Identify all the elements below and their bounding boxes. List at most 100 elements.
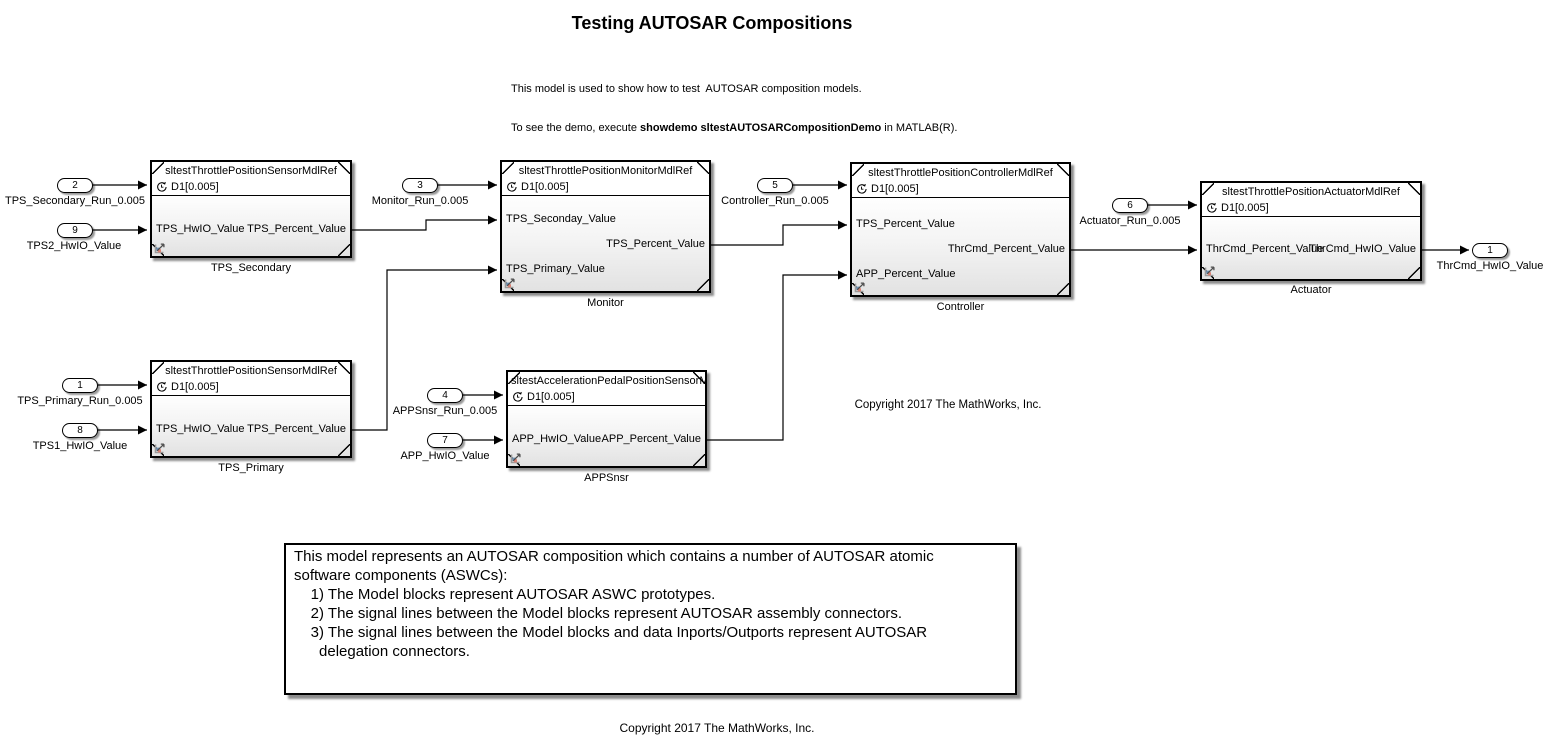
copyright-footer: Copyright 2017 The MathWorks, Inc. (619, 721, 815, 735)
block-name-label: Actuator (1290, 284, 1332, 296)
clock-icon (857, 183, 867, 194)
input-port-label: APP_Percent_Value (856, 268, 956, 280)
output-port-label: APP_Percent_Value (601, 433, 701, 445)
model-reference-name: sltestThrottlePositionMonitorMdlRef (502, 162, 709, 179)
block-corner-notch (338, 362, 350, 374)
model-reference-name: sltestThrottlePositionControllerMdlRef (852, 164, 1069, 181)
sample-time-label: D1[0.005] (1221, 202, 1269, 214)
page-title: Testing AUTOSAR Compositions (571, 13, 853, 33)
model-block-actuator[interactable]: sltestThrottlePositionActuatorMdlRef D1[… (1200, 181, 1422, 281)
model-ref-badge-icon[interactable] (1204, 264, 1217, 277)
output-port-label: ThrCmd_HwIO_Value (1309, 243, 1416, 255)
sample-time-row: D1[0.005] (502, 179, 709, 196)
block-corner-notch (1057, 164, 1069, 176)
model-ref-badge-icon[interactable] (854, 280, 867, 293)
inport-label: APP_HwIO_Value (400, 450, 490, 462)
block-body (152, 196, 350, 256)
output-port-label: TPS_Percent_Value (247, 423, 346, 435)
model-ref-badge-icon[interactable] (154, 241, 167, 254)
block-body (508, 406, 705, 466)
description-line2-suffix: in MATLAB(R). (881, 122, 958, 134)
block-corner-notch (693, 454, 705, 466)
outport-1[interactable]: 1 (1472, 243, 1508, 258)
block-name-label: APPSnsr (584, 472, 629, 484)
block-corner-notch (697, 279, 709, 291)
block-corner-notch (152, 362, 164, 374)
inport-label: Actuator_Run_0.005 (1079, 215, 1181, 227)
signal-wire[interactable] (707, 270, 847, 441)
inport-1[interactable]: 1 (62, 378, 98, 393)
model-block-tps-secondary[interactable]: sltestThrottlePositionSensorMdlRef D1[0.… (150, 160, 352, 258)
block-name-label: Monitor (587, 297, 624, 309)
sample-time-row: D1[0.005] (152, 379, 350, 396)
block-corner-notch (152, 162, 164, 174)
inport-6[interactable]: 6 (1112, 198, 1148, 213)
input-port-label: TPS_Primary_Value (506, 263, 605, 275)
inport-2[interactable]: 2 (57, 178, 93, 193)
block-corner-notch (1057, 283, 1069, 295)
outport-label: ThrCmd_HwIO_Value (1436, 260, 1544, 272)
inport-7[interactable]: 7 (427, 433, 463, 448)
clock-icon (157, 381, 167, 392)
model-ref-badge-icon[interactable] (504, 276, 517, 289)
block-corner-notch (693, 372, 705, 384)
model-block-monitor[interactable]: sltestThrottlePositionMonitorMdlRef D1[0… (500, 160, 711, 293)
block-body (502, 196, 709, 291)
sample-time-row: D1[0.005] (852, 181, 1069, 198)
output-port-label: ThrCmd_Percent_Value (947, 243, 1065, 255)
inport-3[interactable]: 3 (402, 178, 438, 193)
inport-label: Controller_Run_0.005 (721, 195, 829, 207)
block-body (852, 198, 1069, 295)
sample-time-label: D1[0.005] (871, 183, 919, 195)
block-body (152, 396, 350, 456)
clock-icon (513, 391, 523, 402)
clock-icon (157, 181, 167, 192)
sample-time-label: D1[0.005] (521, 181, 569, 193)
output-port-label: TPS_Percent_Value (606, 238, 705, 250)
block-corner-notch (1202, 183, 1214, 195)
input-port-label: TPS_HwIO_Value (156, 223, 245, 235)
model-block-controller[interactable]: sltestThrottlePositionControllerMdlRef D… (850, 162, 1071, 297)
description-line2-prefix: To see the demo, execute (511, 122, 641, 134)
model-block-tps-primary[interactable]: sltestThrottlePositionSensorMdlRef D1[0.… (150, 360, 352, 458)
description-line2: To see the demo, execute showdemo sltest… (511, 122, 957, 135)
clock-icon (1207, 202, 1217, 213)
model-ref-badge-icon[interactable] (154, 441, 167, 454)
sample-time-row: D1[0.005] (1202, 200, 1420, 217)
model-reference-name: sltestAccelerationPedalPositionSensorMdl… (508, 372, 705, 389)
input-port-label: TPS_Seconday_Value (506, 213, 616, 225)
signal-wire[interactable] (352, 265, 497, 431)
model-ref-badge-icon[interactable] (510, 451, 523, 464)
signal-wire[interactable] (352, 215, 497, 231)
model-notes-annotation[interactable]: This model represents an AUTOSAR composi… (284, 543, 1017, 695)
sample-time-label: D1[0.005] (171, 381, 219, 393)
output-port-label: TPS_Percent_Value (247, 223, 346, 235)
model-reference-name: sltestThrottlePositionActuatorMdlRef (1202, 183, 1420, 200)
sample-time-label: D1[0.005] (171, 181, 219, 193)
block-name-label: Controller (936, 301, 985, 313)
block-corner-notch (502, 162, 514, 174)
inport-label: TPS1_HwIO_Value (32, 440, 128, 452)
input-port-label: TPS_HwIO_Value (156, 423, 245, 435)
signal-wire[interactable] (711, 220, 847, 246)
block-corner-notch (1408, 183, 1420, 195)
inport-label: APPSnsr_Run_0.005 (392, 405, 498, 417)
input-port-label: APP_HwIO_Value (512, 433, 602, 445)
inport-9[interactable]: 9 (57, 223, 93, 238)
model-description: This model is used to show how to test A… (511, 57, 957, 161)
inport-4[interactable]: 4 (427, 388, 463, 403)
block-corner-notch (338, 244, 350, 256)
inport-5[interactable]: 5 (757, 178, 793, 193)
block-corner-notch (508, 372, 520, 384)
model-block-appsnsr[interactable]: sltestAccelerationPedalPositionSensorMdl… (506, 370, 707, 468)
block-corner-notch (852, 164, 864, 176)
inport-label: TPS_Primary_Run_0.005 (17, 395, 143, 407)
sample-time-label: D1[0.005] (527, 391, 575, 403)
inport-8[interactable]: 8 (62, 423, 98, 438)
model-reference-name: sltestThrottlePositionSensorMdlRef (152, 162, 350, 179)
model-reference-name: sltestThrottlePositionSensorMdlRef (152, 362, 350, 379)
block-corner-notch (338, 162, 350, 174)
description-line1: This model is used to show how to test A… (511, 83, 862, 95)
